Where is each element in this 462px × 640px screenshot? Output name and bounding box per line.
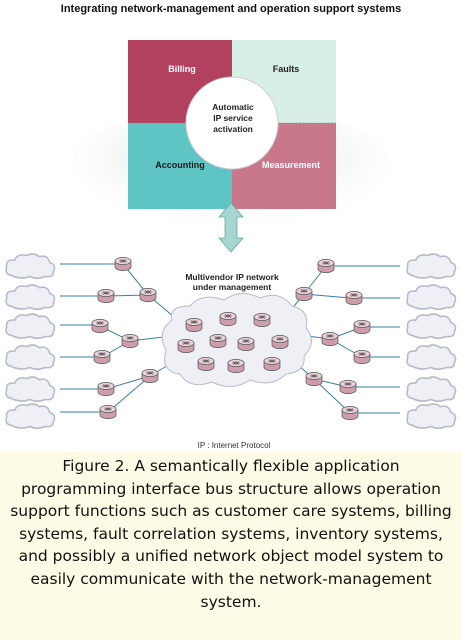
network-label-line-2: under management (193, 282, 272, 292)
cloud-right-2 (406, 284, 457, 311)
router-icon (305, 372, 323, 386)
cloud-right-5 (406, 376, 457, 403)
oss-panel: Billing Faults Accounting Measurement Au… (128, 40, 336, 209)
figure-title: Integrating network-management and opera… (60, 3, 402, 15)
router-icon (177, 339, 195, 353)
caption-panel: Figure 2. A semantically flexible applic… (0, 452, 462, 640)
router-icon (237, 337, 255, 351)
router-icon (141, 369, 159, 383)
activation-label-line-1: Automatic (212, 102, 254, 112)
router-icon (341, 406, 359, 420)
footnote: IP : Internet Protocol (198, 441, 271, 450)
router-icon (99, 405, 117, 419)
cloud-left-3 (5, 313, 56, 340)
router-icon (114, 257, 132, 271)
router-icon (227, 359, 245, 373)
router-icon (317, 259, 335, 273)
label-accounting: Accounting (155, 160, 205, 170)
cloud-right-4 (406, 344, 457, 371)
router-icon (97, 382, 115, 396)
cloud-left-5 (5, 376, 56, 403)
router-icon (353, 320, 371, 334)
router-icon (197, 357, 215, 371)
router-icon (219, 312, 237, 326)
cloud-right-1 (406, 253, 457, 280)
label-faults: Faults (273, 64, 300, 74)
label-measurement: Measurement (262, 160, 320, 170)
router-icon (97, 289, 115, 303)
router-icon (271, 335, 289, 349)
figure-caption: Figure 2. A semantically flexible applic… (10, 457, 452, 611)
router-icon (339, 380, 357, 394)
network-label-line-1: Multivendor IP network (185, 272, 279, 282)
activation-circle (185, 76, 279, 170)
router-icon (295, 287, 313, 301)
router-icon (121, 334, 139, 348)
router-icon (253, 313, 271, 327)
cloud-left-2 (5, 284, 56, 311)
router-icon (353, 350, 371, 364)
cloud-left-4 (5, 344, 56, 371)
router-icon (263, 357, 281, 371)
router-icon (345, 291, 363, 305)
activation-label-line-3: activation (213, 124, 253, 134)
router-icon (185, 318, 203, 332)
router-icon (93, 350, 111, 364)
cloud-left-6 (5, 403, 56, 430)
router-icon (91, 319, 109, 333)
network-diagram: Billing Faults Accounting Measurement Au… (5, 40, 457, 450)
router-icon (139, 288, 157, 302)
router-icon (321, 332, 339, 346)
cloud-right-3 (406, 313, 457, 340)
cloud-left-1 (5, 253, 56, 280)
label-billing: Billing (168, 64, 196, 74)
router-icon (209, 334, 227, 348)
activation-label-line-2: IP service (213, 113, 253, 123)
double-arrow-icon (218, 202, 244, 253)
cloud-right-6 (406, 403, 457, 430)
